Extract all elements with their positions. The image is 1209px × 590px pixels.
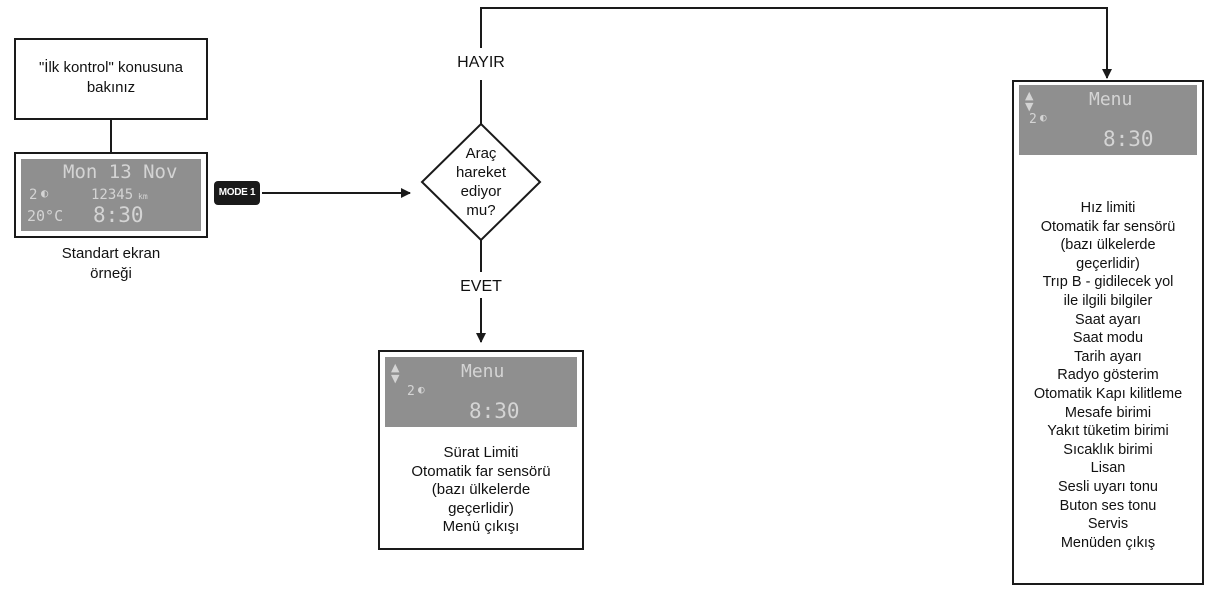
menu-item: Trıp B - gidilecek yol <box>1042 274 1174 291</box>
menu-stationary-box: ▲▼ Menu 2 ◐ 8:30 Hız limiti Otomatik far… <box>1012 80 1204 585</box>
menu-item: (bazı ülkelerde <box>1060 237 1156 254</box>
lcd-time: 8:30 <box>93 203 144 227</box>
headlight-icon: ◐ <box>418 383 425 396</box>
menu-item: Menüden çıkış <box>1060 534 1156 551</box>
menu-item: Sürat Limiti <box>443 444 519 461</box>
menu-item: Tarih ayarı <box>1074 348 1142 365</box>
menu-item: geçerlidir) <box>1076 255 1140 272</box>
menu-moving-lcd: ▲▼ Menu 2 ◐ 8:30 <box>385 357 577 427</box>
menu-item: (bazı ülkelerde <box>431 481 531 499</box>
lcd-odo-unit: km <box>138 192 148 201</box>
decision-line: ediyor <box>460 183 502 200</box>
connector-hayir-to-full-menu <box>480 7 1112 79</box>
lcd-odometer: 12345 <box>91 187 134 203</box>
menu-item: Lisan <box>1090 460 1126 477</box>
standard-lcd-screen: Mon 13 Nov 2 ◐ 12345 km 20°C 8:30 <box>21 159 201 231</box>
lcd-trip: 2 <box>1029 112 1037 127</box>
decision-line: hareket <box>455 164 507 181</box>
lcd-trip: 2 <box>29 187 38 203</box>
menu-item: Yakıt tüketim birimi <box>1047 423 1169 440</box>
up-down-arrow-icon: ▲▼ <box>1025 89 1034 113</box>
yes-label: EVET <box>460 278 502 295</box>
up-down-arrow-icon: ▲▼ <box>391 361 400 385</box>
decision-line: Araç <box>465 145 497 162</box>
menu-item: Saat modu <box>1072 330 1144 347</box>
menu-item: Buton ses tonu <box>1059 497 1157 514</box>
menu-item: Saat ayarı <box>1074 311 1142 328</box>
menu-item: Servis <box>1087 516 1129 533</box>
no-label: HAYIR <box>457 54 505 71</box>
lcd-time: 8:30 <box>1103 127 1154 151</box>
menu-item: Sıcaklık birimi <box>1063 441 1153 458</box>
ilk-kontrol-text: "İlk kontrol" konusuna bakınız <box>38 59 184 96</box>
menu-stationary-lcd: ▲▼ Menu 2 ◐ 8:30 <box>1019 85 1197 155</box>
menu-item: Menü çıkışı <box>442 518 520 536</box>
menu-item: Otomatik far sensörü <box>1040 218 1176 235</box>
menu-moving-box: ▲▼ Menu 2 ◐ 8:30 Sürat Limiti Otomatik f… <box>378 350 584 550</box>
menu-item: Otomatik far sensörü <box>411 462 551 480</box>
menu-item: Radyo gösterim <box>1057 367 1159 384</box>
menu-item: ile ilgili bilgiler <box>1063 292 1153 309</box>
menu-moving-items: Sürat Limiti Otomatik far sensörü (bazı … <box>380 444 582 537</box>
ilk-kontrol-box: "İlk kontrol" konusuna bakınız <box>14 38 208 120</box>
menu-stationary-items: Hız limiti Otomatik far sensörü (bazı ül… <box>1014 199 1202 552</box>
standard-display-caption: Standart ekran örneği <box>61 245 161 282</box>
lcd-menu-title: Menu <box>461 361 505 382</box>
menu-item: Otomatik Kapı kilitleme <box>1033 385 1183 402</box>
decision-text: Araç hareket ediyor mu? <box>436 144 526 220</box>
lcd-trip: 2 <box>407 384 415 399</box>
headlight-icon: ◐ <box>41 186 49 200</box>
lcd-date: Mon 13 Nov <box>63 161 178 183</box>
headlight-icon: ◐ <box>1040 111 1047 124</box>
menu-item: geçerlidir) <box>448 499 514 517</box>
mode-button: MODE 1 <box>214 181 260 205</box>
standard-display-frame: Mon 13 Nov 2 ◐ 12345 km 20°C 8:30 <box>14 152 208 238</box>
decision-diamond <box>420 122 542 242</box>
lcd-time: 8:30 <box>469 399 520 423</box>
menu-item: Mesafe birimi <box>1064 404 1152 421</box>
lcd-menu-title: Menu <box>1089 89 1133 110</box>
menu-item: Sesli uyarı tonu <box>1058 478 1158 495</box>
decision-line: mu? <box>466 202 496 219</box>
menu-item: Hız limiti <box>1080 200 1136 216</box>
lcd-temp: 20°C <box>27 207 64 225</box>
